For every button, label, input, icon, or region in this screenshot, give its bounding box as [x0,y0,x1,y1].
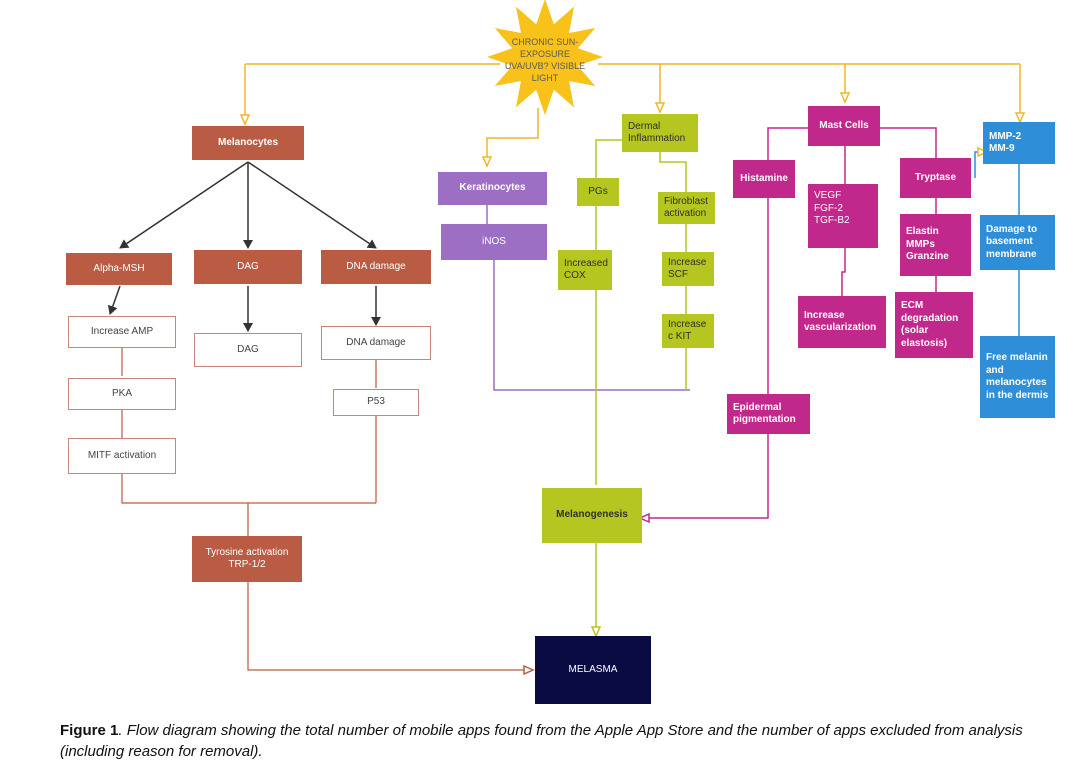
node-mmp: MMP-2 MM-9 [983,122,1055,164]
node-melanocytes: Melanocytes [192,126,304,160]
node-mast-cells: Mast Cells [808,106,880,146]
figure-caption-text: . Flow diagram showing the total number … [60,722,1023,760]
sun-connectors [245,63,1020,166]
magenta-connectors [640,127,937,518]
node-mitf-activation: MITF activation [68,438,176,474]
node-dag-top: DAG [194,250,302,284]
node-ecm-degradation: ECM degradation (solar elastosis) [895,292,973,358]
node-melanogenesis: Melanogenesis [542,488,642,543]
node-keratinocytes: Keratinocytes [438,172,547,205]
lime-connectors [596,139,687,636]
node-pka: PKA [68,378,176,410]
node-dna-damage-box: DNA damage [321,326,431,360]
node-tryptase: Tryptase [900,158,971,198]
node-vegf: VEGF FGF-2 TGF-B2 [808,184,878,248]
node-p53: P53 [333,389,419,416]
node-alpha-msh: Alpha-MSH [66,253,172,285]
node-increase-scf: Increase SCF [662,252,714,286]
melanocyte-connectors [107,161,381,332]
node-increased-cox: Increased COX [558,250,612,290]
node-epidermal-pigmentation: Epidermal pigmentation [727,394,810,434]
node-increase-vascularization: Increase vascularization [798,296,886,348]
node-pgs: PGs [577,178,619,206]
node-increase-amp: Increase AMP [68,316,176,348]
figure-caption: Figure 1. Flow diagram showing the total… [60,720,1070,762]
node-fibroblast-activation: Fibroblast activation [658,192,715,224]
node-elastin: Elastin MMPs Granzine [900,214,971,276]
node-free-melanin: Free melanin and melanocytes in the derm… [980,336,1055,418]
node-histamine: Histamine [733,160,795,198]
node-melasma: MELASMA [535,636,651,704]
node-dermal-inflammation: Dermal Inflammation [622,114,698,152]
sun-label: CHRONIC SUN- EXPOSURE UVA/UVB? VISIBLE L… [504,37,586,83]
purple-connectors [486,205,690,391]
sun-icon [487,0,603,115]
brown-connectors [121,348,533,670]
node-increase-ckit: Increase c KIT [662,314,714,348]
node-inos: iNOS [441,224,547,260]
node-dag-box: DAG [194,333,302,367]
node-dna-damage-top: DNA damage [321,250,431,284]
figure-label: Figure 1 [60,722,119,739]
node-damage-basement-membrane: Damage to basement membrane [980,215,1055,270]
node-tyrosine-activation: Tyrosine activation TRP-1/2 [192,536,302,582]
